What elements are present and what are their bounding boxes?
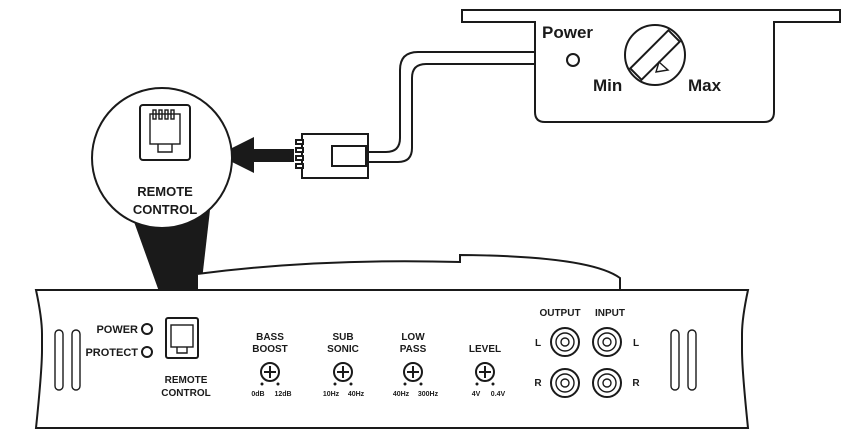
low-pass-knob[interactable] xyxy=(403,362,423,382)
output-left-rca-jack[interactable] xyxy=(550,327,580,357)
remote-min-label: Min xyxy=(593,76,622,95)
svg-text:10Hz: 10Hz xyxy=(323,391,340,398)
svg-text:0.4V: 0.4V xyxy=(491,391,506,398)
remote-control-jack[interactable] xyxy=(165,317,199,359)
amplifier: POWER PROTECT REMOTE CONTROL BASS BOOST … xyxy=(34,253,750,429)
svg-text:12dB: 12dB xyxy=(274,391,291,398)
left-channel-label: L xyxy=(633,338,639,349)
bass-boost-knob[interactable] xyxy=(260,362,280,382)
svg-text:40Hz: 40Hz xyxy=(348,391,365,398)
output-label: OUTPUT xyxy=(539,308,580,319)
power-led xyxy=(141,323,153,335)
remote-control-label-line2: CONTROL xyxy=(161,388,210,399)
svg-text:LEVEL: LEVEL xyxy=(469,344,501,355)
power-indicator-label: POWER xyxy=(96,324,138,336)
right-channel-label: R xyxy=(534,378,542,389)
remote-power-led xyxy=(566,53,580,67)
svg-text:SUB: SUB xyxy=(332,332,353,343)
bass-boost-control: BASS BOOST 0dB 12dB xyxy=(251,332,291,398)
svg-text:BOOST: BOOST xyxy=(252,344,288,355)
remote-cable xyxy=(366,51,535,163)
remote-power-label: Power xyxy=(542,23,593,42)
insert-arrow-icon xyxy=(218,137,294,173)
svg-text:4V: 4V xyxy=(472,391,481,398)
remote-level-knob[interactable] xyxy=(624,24,686,86)
input-left-rca-jack[interactable] xyxy=(592,327,622,357)
modular-plug xyxy=(295,133,369,179)
input-right-rca-jack[interactable] xyxy=(592,368,622,398)
output-right-rca-jack[interactable] xyxy=(550,368,580,398)
left-channel-label: L xyxy=(535,338,541,349)
svg-text:PASS: PASS xyxy=(400,344,427,355)
svg-text:BASS: BASS xyxy=(256,332,284,343)
svg-text:300Hz: 300Hz xyxy=(418,391,439,398)
level-pointer-icon xyxy=(655,60,670,73)
input-label: INPUT xyxy=(595,308,625,319)
svg-text:LOW: LOW xyxy=(401,332,425,343)
svg-text:0dB: 0dB xyxy=(251,391,264,398)
vent-slot xyxy=(687,329,697,391)
svg-text:SONIC: SONIC xyxy=(327,344,359,355)
protect-indicator-label: PROTECT xyxy=(85,347,138,359)
sub-sonic-knob[interactable] xyxy=(333,362,353,382)
sub-sonic-control: SUB SONIC 10Hz 40Hz xyxy=(323,332,365,398)
protect-led xyxy=(141,346,153,358)
callout-magnified-jack: REMOTE CONTROL xyxy=(91,87,233,229)
remote-control-label-line1: REMOTE xyxy=(165,375,208,386)
remote-level-control: Power Min Max xyxy=(461,9,841,123)
remote-max-label: Max xyxy=(688,76,722,95)
right-channel-label: R xyxy=(632,378,640,389)
low-pass-control: LOW PASS 40Hz 300Hz xyxy=(393,332,439,398)
vent-slot xyxy=(54,329,64,391)
level-control: LEVEL 4V 0.4V xyxy=(469,344,506,398)
vent-slot xyxy=(71,329,81,391)
level-knob[interactable] xyxy=(475,362,495,382)
svg-text:40Hz: 40Hz xyxy=(393,391,410,398)
callout-label-line2: CONTROL xyxy=(133,202,197,217)
vent-slot xyxy=(670,329,680,391)
callout-label-line1: REMOTE xyxy=(137,184,193,199)
